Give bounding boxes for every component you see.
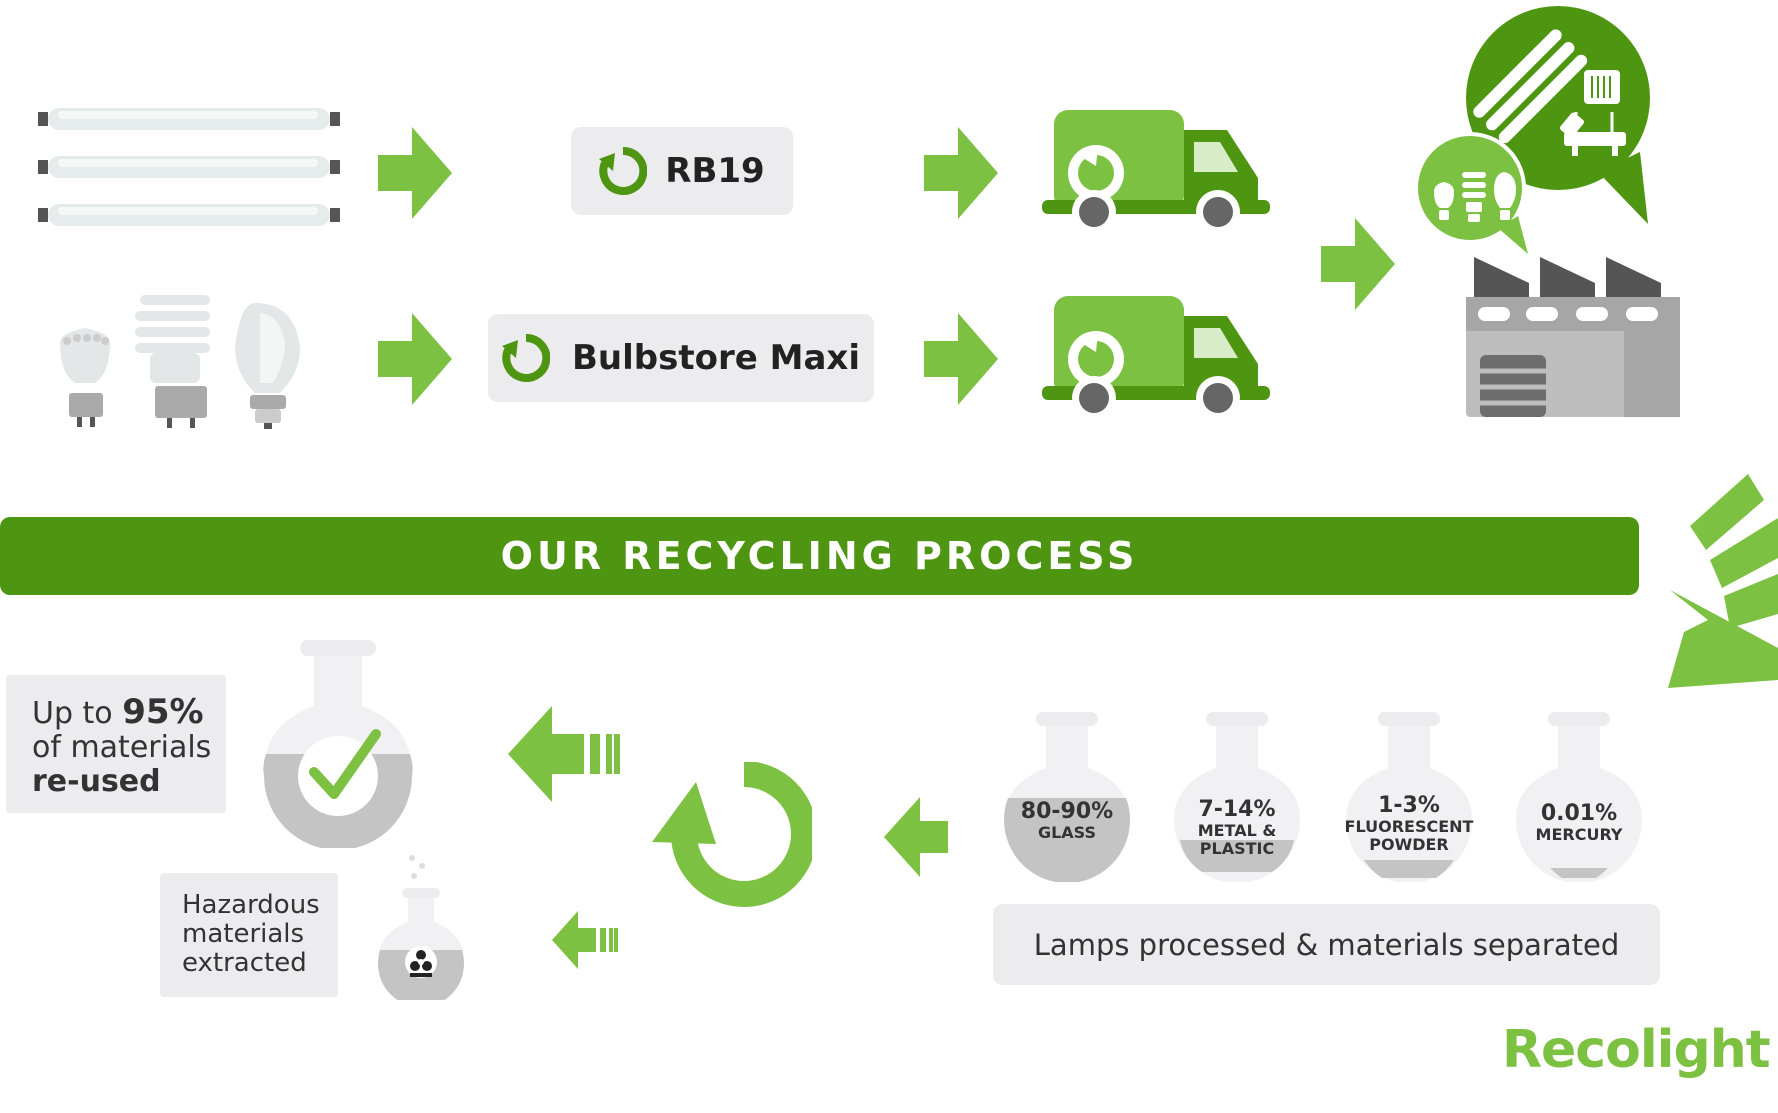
rb19-option: RB19 bbox=[571, 127, 793, 215]
material-flask: 7-14% METAL & PLASTIC bbox=[1172, 712, 1302, 882]
arrow-left-icon bbox=[884, 797, 948, 877]
bulbstore-maxi-label: Bulbstore Maxi bbox=[572, 338, 860, 378]
material-name: MERCURY bbox=[1535, 825, 1623, 844]
biohazard-flask-icon bbox=[378, 855, 464, 1000]
reuse-line-1: Up to 95% bbox=[32, 692, 204, 732]
arrow-down-left-icon bbox=[1668, 474, 1778, 688]
material-name: FLUORESCENT POWDER bbox=[1344, 817, 1474, 854]
reuse-percent: 95% bbox=[122, 692, 204, 732]
bulbs-icon bbox=[60, 295, 300, 429]
material-flask: 80-90% GLASS bbox=[1002, 712, 1132, 882]
material-flask: 1-3% FLUORESCENT POWDER bbox=[1344, 712, 1474, 882]
flask-icon bbox=[1346, 712, 1472, 882]
arrow-right-icon bbox=[1321, 218, 1395, 310]
recycle-icon bbox=[599, 147, 648, 195]
arrow-right-icon bbox=[378, 127, 452, 219]
hazardous-box: Hazardous materials extracted bbox=[160, 873, 338, 997]
arrow-right-icon bbox=[924, 313, 998, 405]
factory-icon bbox=[1466, 257, 1680, 417]
arrow-left-icon bbox=[552, 911, 618, 969]
hazardous-line-1: Hazardous bbox=[182, 890, 320, 920]
recycle-icon bbox=[502, 334, 550, 382]
material-label: 1-3% FLUORESCENT POWDER bbox=[1339, 794, 1479, 854]
flask-icon bbox=[1004, 712, 1130, 882]
flask-icon bbox=[1516, 712, 1642, 882]
recycle-icon bbox=[652, 762, 812, 907]
recolight-logo: Recolight bbox=[1502, 1020, 1771, 1090]
material-label: 80-90% GLASS bbox=[997, 800, 1137, 842]
flask-icon bbox=[1174, 712, 1300, 882]
truck-icon bbox=[1042, 110, 1270, 234]
material-name: GLASS bbox=[1037, 823, 1097, 842]
material-percent: 1-3% bbox=[1378, 793, 1440, 818]
material-percent: 7-14% bbox=[1198, 797, 1276, 822]
speech-bubble-icon bbox=[1414, 132, 1528, 254]
material-percent: 80-90% bbox=[1020, 799, 1114, 824]
separation-label: Lamps processed & materials separated bbox=[1033, 927, 1620, 962]
banner-title: OUR RECYCLING PROCESS bbox=[500, 534, 1139, 578]
arrow-left-icon bbox=[508, 706, 620, 802]
material-label: 0.01% MERCURY bbox=[1509, 802, 1649, 844]
rb19-label: RB19 bbox=[665, 151, 765, 191]
material-flask: 0.01% MERCURY bbox=[1514, 712, 1644, 882]
speech-bubble-icon bbox=[1466, 6, 1650, 224]
bulbstore-maxi-option: Bulbstore Maxi bbox=[488, 314, 874, 402]
material-name: METAL & PLASTIC bbox=[1197, 821, 1277, 858]
flask-check-icon bbox=[263, 640, 413, 848]
reuse-line-3: re-used bbox=[32, 764, 161, 799]
hazardous-line-2: materials bbox=[182, 919, 305, 949]
separation-box: Lamps processed & materials separated bbox=[993, 904, 1660, 985]
logo-text: Recolight bbox=[1502, 1020, 1771, 1080]
arrow-right-icon bbox=[924, 127, 998, 219]
reuse-box: Up to 95% of materials re-used bbox=[6, 675, 226, 813]
fluorescent-tubes-icon bbox=[38, 108, 340, 226]
reuse-line-2: of materials bbox=[32, 730, 212, 765]
hazardous-line-3: extracted bbox=[182, 948, 307, 978]
process-banner: OUR RECYCLING PROCESS bbox=[0, 517, 1639, 595]
material-percent: 0.01% bbox=[1540, 801, 1618, 826]
arrow-right-icon bbox=[378, 313, 452, 405]
material-label: 7-14% METAL & PLASTIC bbox=[1167, 798, 1307, 858]
truck-icon bbox=[1042, 296, 1270, 420]
